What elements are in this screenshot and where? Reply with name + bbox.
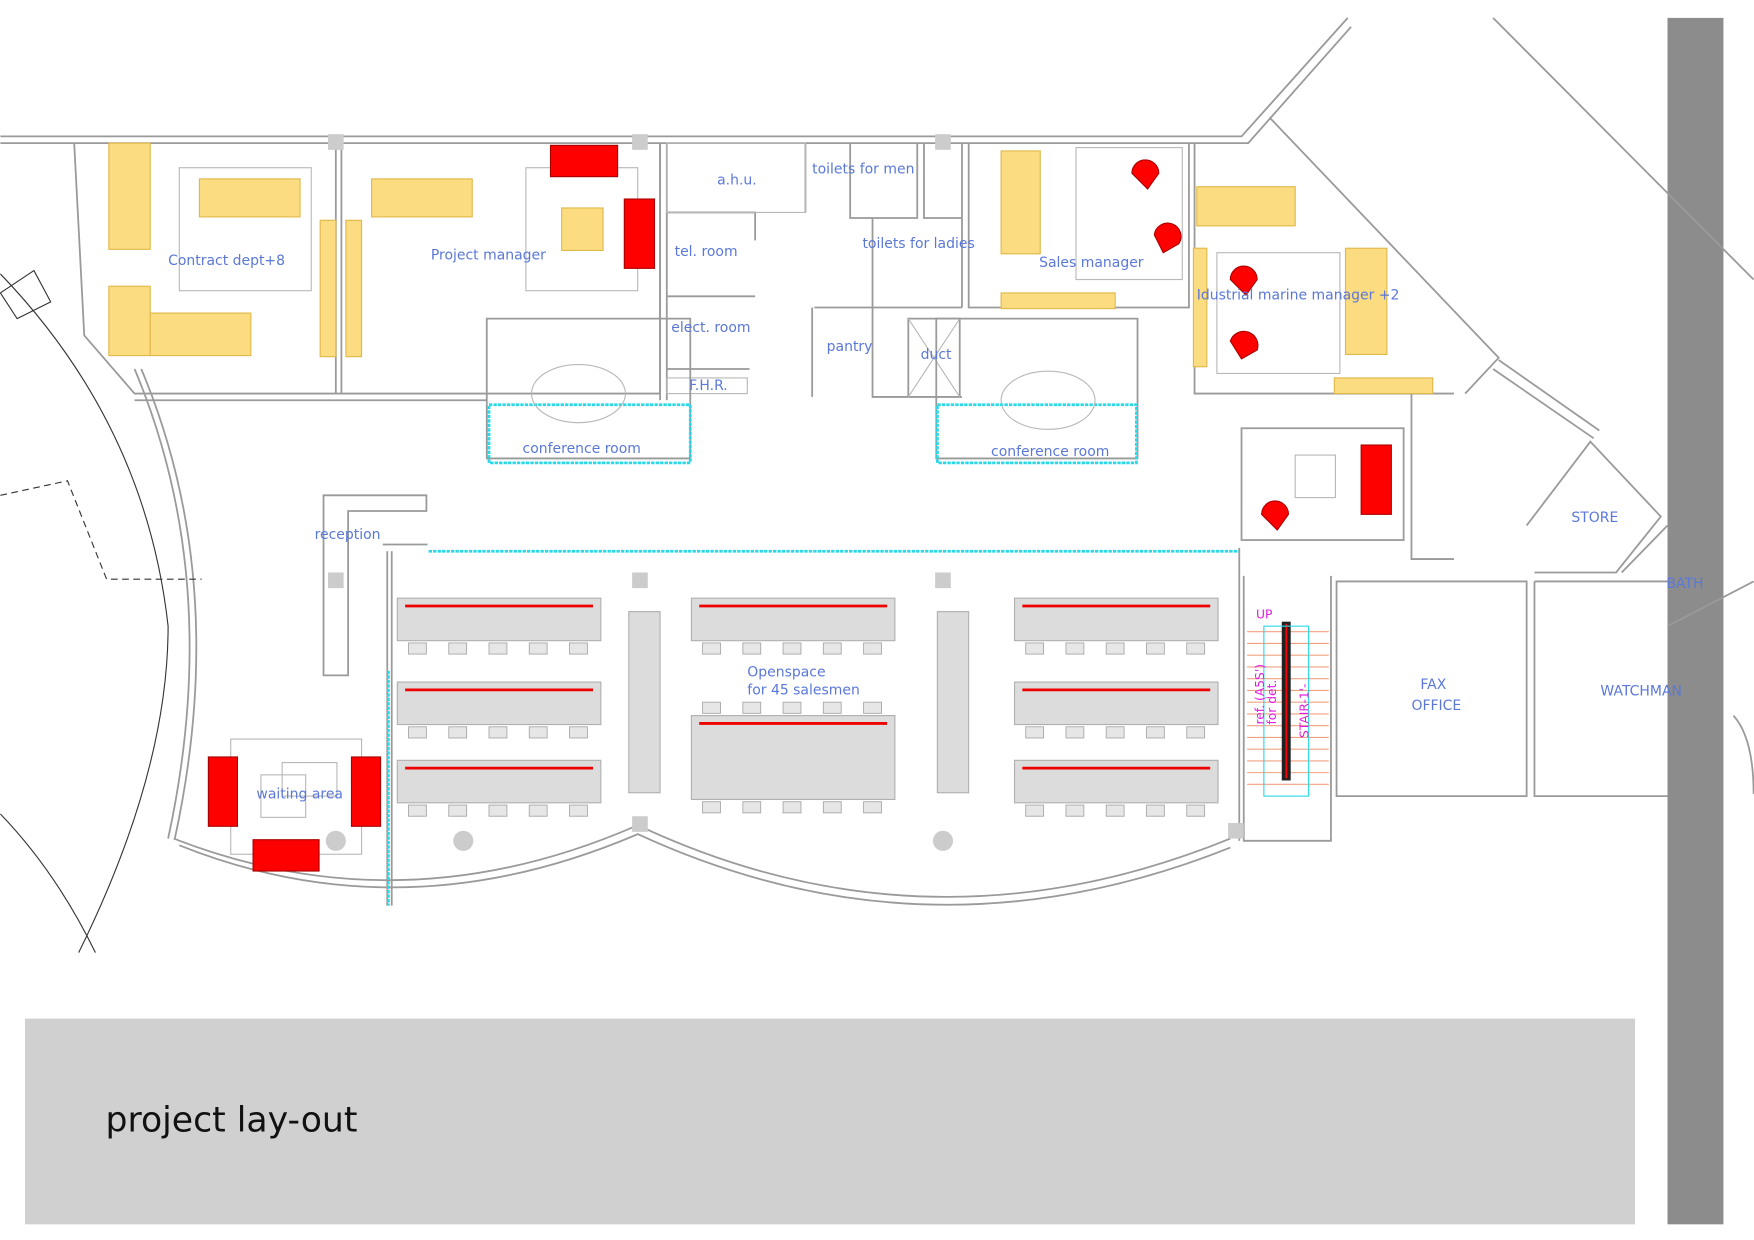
chair bbox=[1025, 804, 1045, 817]
glass-partition bbox=[487, 403, 692, 465]
sofa bbox=[207, 756, 238, 827]
sofa bbox=[350, 756, 382, 827]
label-toilets-men: toilets for men bbox=[812, 161, 914, 177]
stair-ref-label: ref. (A5S') bbox=[1253, 664, 1267, 725]
chair bbox=[1146, 804, 1165, 817]
chair bbox=[863, 801, 882, 814]
desk-row bbox=[396, 597, 602, 642]
chair bbox=[1065, 726, 1085, 739]
chair bbox=[448, 804, 468, 817]
desk-row bbox=[690, 715, 896, 801]
chair bbox=[528, 726, 548, 739]
chair bbox=[1065, 804, 1085, 817]
chair bbox=[1146, 726, 1165, 739]
label-pantry: pantry bbox=[827, 339, 873, 355]
chair bbox=[782, 801, 802, 814]
label-conference-2: conference room bbox=[991, 444, 1109, 460]
chair bbox=[448, 726, 468, 739]
label-project-manager: Project manager bbox=[431, 247, 546, 263]
chair bbox=[822, 701, 842, 714]
openspace-desks bbox=[396, 597, 1219, 817]
walls bbox=[0, 17, 1754, 953]
chair bbox=[1146, 642, 1165, 655]
glass-partition bbox=[935, 403, 1138, 465]
label-bath: BATH bbox=[1666, 576, 1703, 592]
label-toilets-ladies: toilets for ladies bbox=[862, 236, 974, 252]
label-elect-room: elect. room bbox=[671, 320, 750, 336]
sofa bbox=[1360, 444, 1392, 515]
label-openspace-2: for 45 salesmen bbox=[747, 682, 860, 698]
sofa bbox=[252, 839, 320, 872]
chair bbox=[822, 642, 842, 655]
desk-row bbox=[1013, 597, 1219, 642]
chair bbox=[863, 701, 882, 714]
chair bbox=[1025, 726, 1045, 739]
chair bbox=[1186, 642, 1206, 655]
label-watchman: WATCHMAN bbox=[1600, 683, 1682, 699]
chair bbox=[702, 801, 721, 814]
chair bbox=[569, 726, 588, 739]
chair bbox=[1186, 804, 1206, 817]
chair bbox=[863, 642, 882, 655]
chair bbox=[1186, 726, 1206, 739]
chair bbox=[1025, 642, 1045, 655]
label-fhr: F.H.R. bbox=[689, 378, 728, 394]
chair bbox=[782, 642, 802, 655]
chair bbox=[569, 804, 588, 817]
chair bbox=[528, 804, 548, 817]
desk-row bbox=[1013, 759, 1219, 804]
room-labels: Contract dept+8 Project manager a.h.u. t… bbox=[168, 161, 1703, 802]
label-duct: duct bbox=[921, 347, 952, 363]
sofa bbox=[623, 198, 656, 269]
staircase: UP ref. (A5S') for det. STAIR-1'- bbox=[1247, 607, 1329, 797]
label-industrial-marine: Idustrial marine manager +2 bbox=[1197, 288, 1400, 304]
chair bbox=[742, 801, 762, 814]
chair bbox=[1105, 642, 1125, 655]
desk-row bbox=[396, 759, 602, 804]
chair bbox=[528, 642, 548, 655]
desk-row bbox=[690, 597, 896, 642]
label-fax-office: OFFICE bbox=[1411, 698, 1461, 714]
label-ahu: a.h.u. bbox=[717, 172, 757, 188]
chair bbox=[408, 804, 427, 817]
chair bbox=[1105, 804, 1125, 817]
stair-ref-label-2: for det. bbox=[1265, 680, 1279, 725]
stair-up-label: UP bbox=[1256, 607, 1272, 621]
chair bbox=[488, 804, 508, 817]
chair bbox=[408, 642, 427, 655]
label-store: STORE bbox=[1571, 510, 1618, 526]
chair bbox=[702, 642, 721, 655]
label-reception: reception bbox=[315, 527, 381, 543]
stair-name-label: STAIR-1'- bbox=[1298, 683, 1312, 737]
chair bbox=[569, 642, 588, 655]
chair bbox=[1065, 642, 1085, 655]
furniture bbox=[108, 134, 1434, 872]
label-tel-room: tel. room bbox=[675, 244, 738, 260]
chair bbox=[702, 701, 721, 714]
chair bbox=[742, 642, 762, 655]
chair bbox=[488, 642, 508, 655]
chair bbox=[782, 701, 802, 714]
chair bbox=[1105, 726, 1125, 739]
desk-row bbox=[1013, 681, 1219, 726]
label-fax: FAX bbox=[1420, 677, 1446, 693]
label-sales-manager: Sales manager bbox=[1039, 255, 1144, 271]
label-conference-1: conference room bbox=[523, 441, 641, 457]
title-banner bbox=[24, 1018, 1636, 1225]
chair bbox=[488, 726, 508, 739]
chair bbox=[408, 726, 427, 739]
chair bbox=[448, 642, 468, 655]
chair bbox=[742, 701, 762, 714]
sheet-title: project lay-out bbox=[105, 1101, 357, 1141]
sofa bbox=[549, 144, 619, 178]
desk-row bbox=[396, 681, 602, 726]
chair bbox=[822, 801, 842, 814]
label-waiting-area: waiting area bbox=[256, 786, 343, 802]
label-openspace: Openspace bbox=[747, 664, 825, 680]
label-contract: Contract dept+8 bbox=[168, 253, 285, 269]
